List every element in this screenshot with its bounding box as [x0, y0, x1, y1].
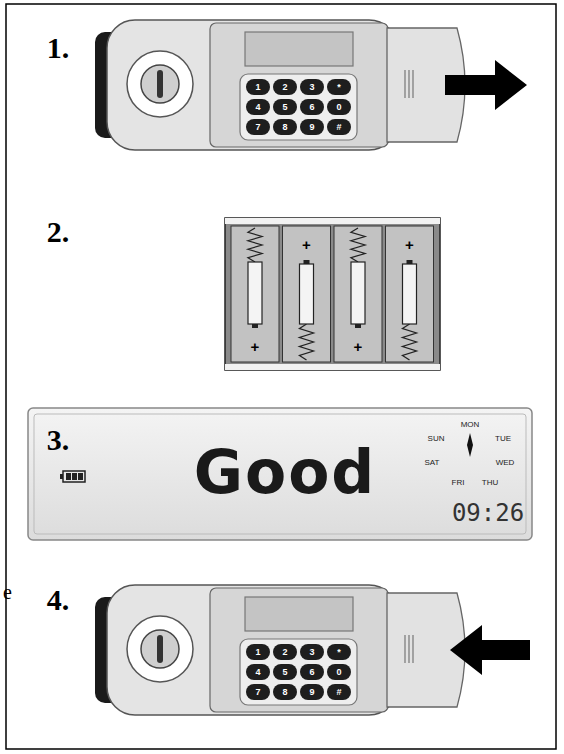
drawing-part [78, 473, 83, 480]
weekday-label: WED [496, 458, 515, 467]
polarity-mark: + [302, 236, 311, 253]
keypad-key: * [327, 79, 351, 95]
weekday-label: MON [461, 420, 480, 429]
lock-device [95, 585, 465, 715]
keypad-key: 9 [300, 119, 324, 135]
slide-arrow [450, 625, 530, 675]
drawing-part [225, 364, 440, 370]
drawing-part [304, 260, 310, 264]
drawing-part [60, 474, 63, 479]
keypad-key: 5 [273, 99, 297, 115]
drawing-part [283, 226, 331, 362]
drawing-part [72, 473, 77, 480]
polarity-mark: + [251, 338, 260, 355]
keypad-key: 2 [273, 644, 297, 660]
lock-device [95, 20, 465, 150]
keypad-key: # [327, 119, 351, 135]
keypad-key: 4 [246, 664, 270, 680]
display-message: Good [194, 437, 377, 507]
keypad-key: 0 [327, 99, 351, 115]
drawing-part [28, 408, 532, 540]
step-number: 4. [47, 583, 70, 617]
drawing-part [248, 262, 262, 324]
drawing-part [248, 228, 262, 262]
step-number: 2. [47, 215, 70, 249]
keypad-key: 7 [246, 684, 270, 700]
lcd-display [28, 408, 532, 540]
cut-off-text: e [3, 581, 12, 604]
keypad-key: 9 [300, 684, 324, 700]
drawing-part [300, 264, 314, 324]
keypad-key: 0 [327, 664, 351, 680]
battery-compartment [225, 218, 440, 370]
weekday-label: SAT [425, 458, 440, 467]
drawing-part [34, 414, 526, 534]
keypad-key: 6 [300, 664, 324, 680]
drawing-part [334, 226, 382, 362]
keypad-key: * [327, 644, 351, 660]
keypad-key: 2 [273, 79, 297, 95]
keypad-key: 4 [246, 99, 270, 115]
drawing-part [63, 471, 85, 482]
keypad-key: 6 [300, 99, 324, 115]
drawing-part [351, 228, 365, 262]
keypad-key: 1 [246, 644, 270, 660]
drawing-part [467, 433, 473, 457]
keypad-key: # [327, 684, 351, 700]
frame [6, 4, 556, 749]
drawing-part [403, 324, 417, 360]
keypad-key: 5 [273, 664, 297, 680]
drawing-part [386, 226, 434, 362]
drawing-part [403, 264, 417, 324]
keypad-key: 7 [246, 119, 270, 135]
weekday-label: FRI [452, 478, 465, 487]
keypad-key: 3 [300, 79, 324, 95]
clock-time: 09:26 [452, 499, 524, 527]
weekday-label: TUE [495, 434, 511, 443]
polarity-mark: + [354, 338, 363, 355]
slide-arrow [445, 60, 527, 110]
keypad-key: 8 [273, 119, 297, 135]
keypad-key: 3 [300, 644, 324, 660]
drawing-part [231, 226, 279, 362]
drawing-part [252, 324, 258, 328]
polarity-mark: + [405, 236, 414, 253]
drawing-part [355, 324, 361, 328]
keypad-key: 8 [273, 684, 297, 700]
keypad-key: 1 [246, 79, 270, 95]
drawing-part [407, 260, 413, 264]
weekday-label: THU [482, 478, 498, 487]
drawing-part [66, 473, 71, 480]
drawing-part [351, 262, 365, 324]
weekday-label: SUN [428, 434, 445, 443]
step-number: 3. [47, 423, 70, 457]
step-number: 1. [47, 31, 70, 65]
drawing-part [300, 324, 314, 360]
drawing-part [225, 218, 440, 370]
drawing-part [225, 218, 440, 224]
